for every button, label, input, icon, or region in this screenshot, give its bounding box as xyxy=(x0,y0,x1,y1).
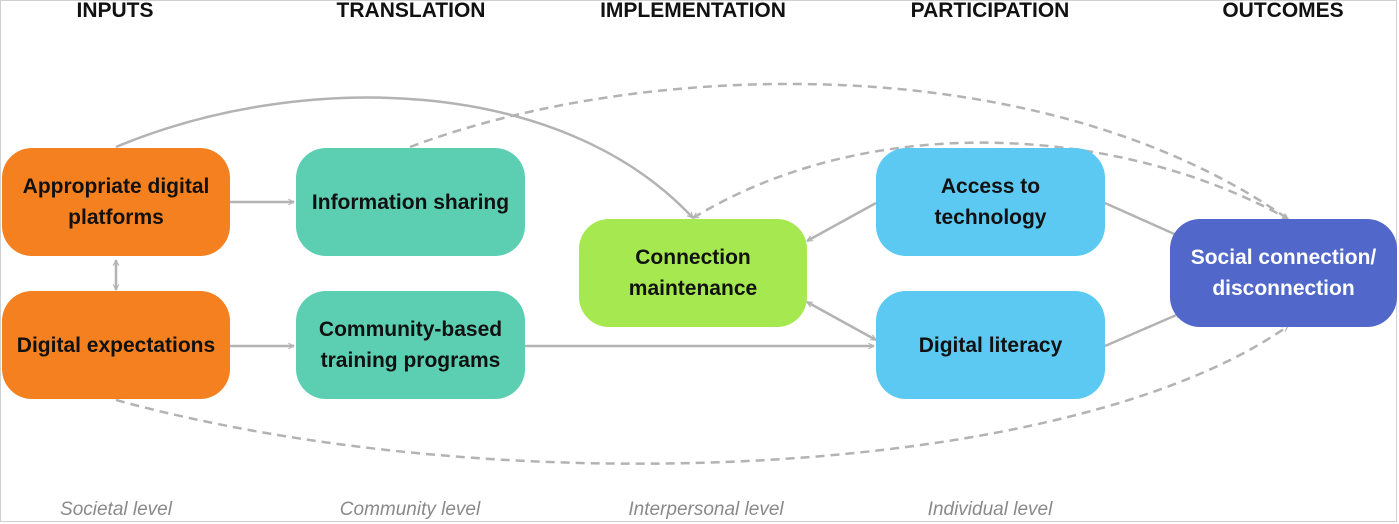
node-social-connection: Social connection/ disconnection xyxy=(1170,219,1397,327)
dashed-expectations-to-social xyxy=(115,324,1288,465)
dashed-info-to-social xyxy=(409,82,1288,221)
header-translation: TRANSLATION xyxy=(336,0,486,22)
level-community: Community level xyxy=(339,499,481,520)
node-digital-literacy: Digital literacy xyxy=(876,291,1105,399)
header-implementation: IMPLEMENTATION xyxy=(600,0,786,22)
level-interpersonal: Interpersonal level xyxy=(628,499,784,520)
node-connection-maintenance: Connection maintenance xyxy=(579,219,807,327)
node-community-based-training: Community-based training programs xyxy=(296,291,525,399)
level-societal: Societal level xyxy=(60,499,172,520)
node-information-sharing: Information sharing xyxy=(296,148,525,256)
node-access-to-technology: Access to technology xyxy=(876,148,1105,256)
node-appropriate-digital-platforms: Appropriate digital platforms xyxy=(2,148,230,256)
arrow-literacy-to-social xyxy=(1104,311,1181,348)
arrow-access-to-connection xyxy=(807,201,877,243)
header-outcomes: OUTCOMES xyxy=(1222,0,1344,22)
arrow-platforms-to-connection xyxy=(115,96,694,218)
header-participation: PARTICIPATION xyxy=(910,0,1070,22)
arrow-access-to-social xyxy=(1104,201,1181,239)
header-inputs: INPUTS xyxy=(76,0,154,22)
arrow-literacy-connection xyxy=(807,300,876,342)
node-digital-expectations: Digital expectations xyxy=(2,291,230,399)
level-individual: Individual level xyxy=(927,499,1053,520)
